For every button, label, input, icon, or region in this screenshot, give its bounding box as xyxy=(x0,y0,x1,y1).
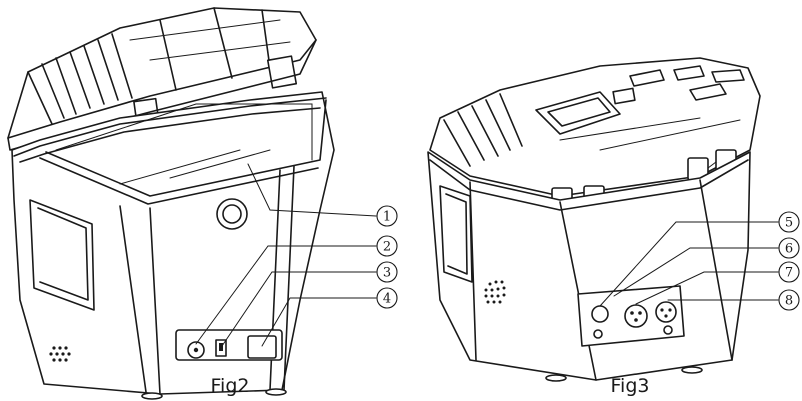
callout-number: 7 xyxy=(785,266,793,281)
callout-number: 4 xyxy=(383,292,391,307)
fig2-open-case: 1 2 3 4 Fig2 xyxy=(7,7,398,400)
callout-number: 2 xyxy=(383,240,391,255)
callout-number: 8 xyxy=(785,294,793,309)
fig3-callout-5: 5 xyxy=(778,211,800,233)
fig2-callout-4: 4 xyxy=(376,287,398,309)
fig3-caption: Fig3 xyxy=(611,375,650,397)
fig2-callout-3: 3 xyxy=(376,261,398,283)
fig3-lid xyxy=(429,57,761,197)
fig3-body xyxy=(427,151,751,382)
fig3-leader-lines xyxy=(599,221,779,307)
fig3-speaker-grille xyxy=(484,280,506,304)
callout-number: 1 xyxy=(383,210,391,225)
fig3-callout-7: 7 xyxy=(778,261,800,283)
callout-number: 5 xyxy=(785,216,793,231)
fig2-leader-lines xyxy=(195,163,377,347)
fig3-callout-6: 6 xyxy=(778,237,800,259)
callout-number: 3 xyxy=(383,266,391,281)
fig2-body xyxy=(11,91,335,400)
fig2-lid xyxy=(7,7,317,151)
fig2-caption: Fig2 xyxy=(211,375,250,397)
fig2-speaker-grille xyxy=(49,346,71,362)
callout-number: 6 xyxy=(785,242,793,257)
fig2-callout-1: 1 xyxy=(376,205,398,227)
fig3-callout-8: 8 xyxy=(778,289,800,311)
fig3-closed-case: 5 6 7 8 Fig3 xyxy=(427,57,800,397)
fig2-callout-2: 2 xyxy=(376,235,398,257)
